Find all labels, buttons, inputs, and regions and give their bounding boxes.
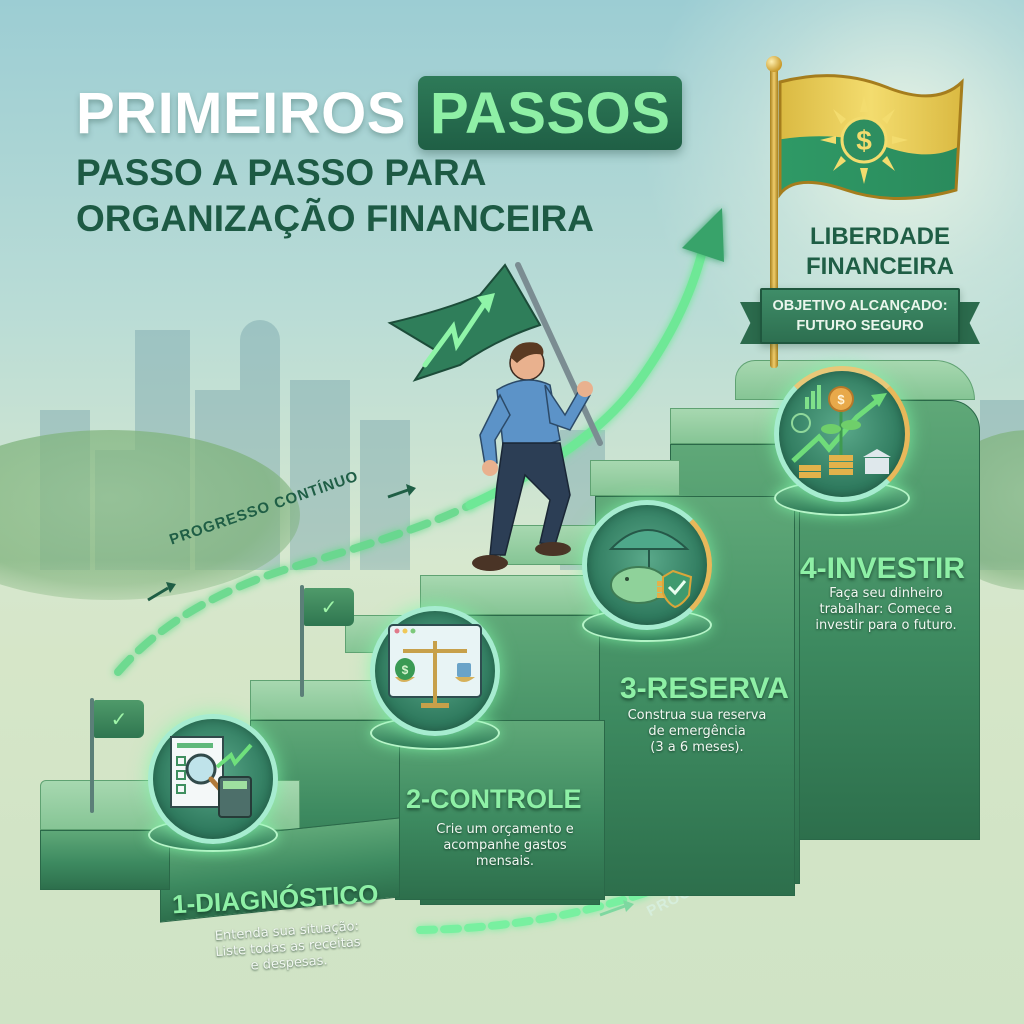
climbing-man-illustration: [387, 262, 603, 571]
title-badge: PASSOS: [418, 76, 683, 150]
step-4-description: Faça seu dinheiro trabalhar: Comece a in…: [815, 586, 957, 633]
step-2-block: [395, 720, 605, 900]
step-3-label: 3-RESERVA: [620, 672, 789, 705]
subtitle-line-1: PASSO A PASSO PARA: [76, 152, 487, 193]
check-flag-2-pole: [300, 585, 304, 697]
step-3-icon-circle: [582, 500, 712, 630]
goal-ribbon: OBJETIVO ALCANÇADO: FUTURO SEGURO: [760, 288, 960, 344]
check-flag-1: ✓: [94, 700, 144, 738]
goal-flagpole-finial: [766, 56, 782, 72]
flag-pole: [515, 262, 603, 446]
goal-title: LIBERDADE FINANCEIRA: [780, 222, 980, 282]
page-title: PRIMEIROS PASSOS: [76, 76, 683, 150]
subtitle-line-2: ORGANIZAÇÃO FINANCEIRA: [76, 198, 594, 239]
sun-icon: [820, 96, 908, 184]
check-flag-2: ✓: [304, 588, 354, 626]
step-4-icon-circle: $: [774, 366, 910, 502]
piggy-bank-umbrella-shield-icon: [608, 529, 693, 609]
money-plant-growth-icon: $: [791, 385, 891, 478]
growth-arrow-icon: [422, 300, 488, 368]
balance-scale-budget-icon: $: [388, 624, 482, 708]
goal-title-line-2: FINANCEIRA: [806, 253, 954, 280]
rising-arrowhead: [682, 208, 724, 262]
title-primeiros: PRIMEIROS: [76, 80, 406, 146]
svg-text:$: $: [402, 663, 409, 677]
goal-flagpole: [770, 62, 778, 368]
document-magnifier-calculator-icon: [170, 736, 253, 818]
svg-text:$: $: [837, 392, 845, 407]
step-2-icon-circle: $: [370, 606, 500, 736]
goal-flag: $: [778, 74, 964, 200]
step-3-description: Construa sua reserva de emergência (3 a …: [627, 708, 767, 755]
step-2-label: 2-CONTROLE: [406, 784, 582, 814]
title-passos: PASSOS: [430, 80, 671, 146]
step-2-description: Crie um orçamento e acompanhe gastos men…: [436, 822, 574, 869]
ribbon-line-1: OBJETIVO ALCANÇADO:: [772, 298, 948, 314]
page-subtitle: PASSO A PASSO PARA ORGANIZAÇÃO FINANCEIR…: [76, 150, 696, 242]
step-1-icon-circle: [148, 714, 278, 844]
check-flag-1-pole: [90, 698, 94, 813]
goal-title-line-1: LIBERDADE: [809, 223, 950, 250]
dollar-icon: $: [856, 125, 872, 156]
growth-flag: [387, 263, 542, 382]
step-4-label: 4-INVESTIR: [800, 552, 966, 585]
ribbon-line-2: FUTURO SEGURO: [796, 318, 924, 334]
